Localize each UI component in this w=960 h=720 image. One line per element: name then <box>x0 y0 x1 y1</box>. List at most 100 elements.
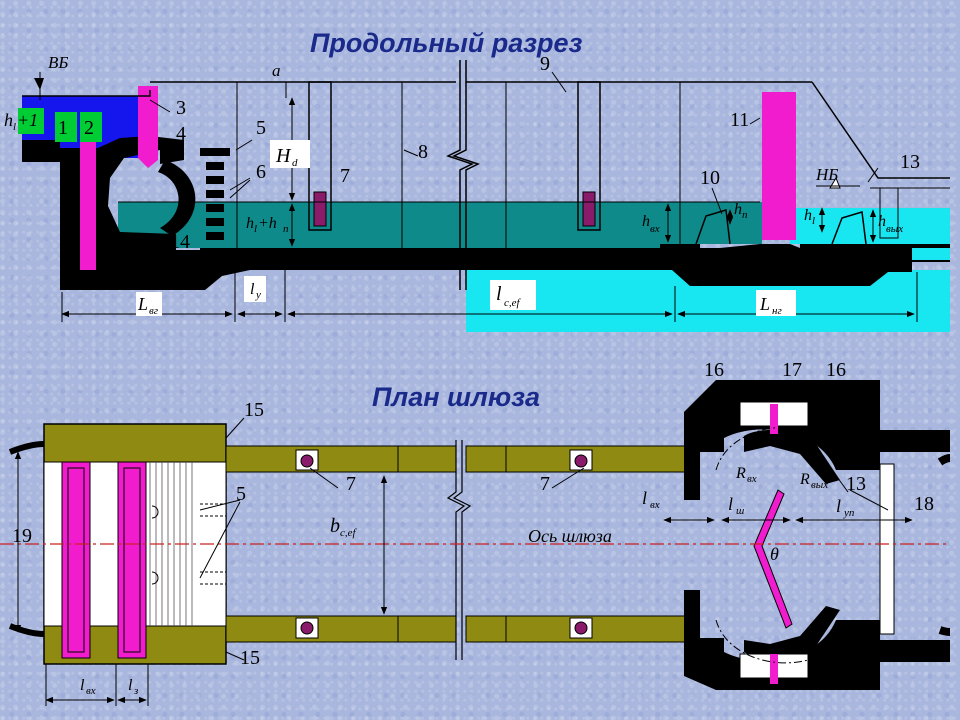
lock-axis-label: Ось шлюза <box>528 526 612 546</box>
svg-text:l: l <box>128 677 133 694</box>
bcef-label: b c,ef <box>330 515 358 539</box>
svg-text:вг: вг <box>149 305 159 317</box>
num-9: 9 <box>540 53 550 75</box>
svg-text:нг: нг <box>772 305 782 317</box>
num-14: 14 <box>170 231 190 253</box>
lcef-label: l c,ef <box>496 283 522 309</box>
svg-text:l: l <box>254 223 257 235</box>
gate-plan-17-top <box>770 404 778 434</box>
Lvg-label: L вг <box>137 294 159 317</box>
chamber-wall-bottom <box>225 615 457 643</box>
svg-text:ш: ш <box>736 505 744 517</box>
num-13-plan: 13 <box>846 473 866 495</box>
svg-text:n: n <box>742 209 748 221</box>
upper-pool-label: ВБ <box>48 53 68 72</box>
Hd-label: H d <box>275 145 298 169</box>
gate-plan-17-bottom <box>770 654 778 684</box>
valve-7-left <box>313 191 327 227</box>
num-15-bottom: 15 <box>240 647 260 669</box>
lower-pool-label: НБ <box>815 165 838 184</box>
num-8: 8 <box>418 141 428 163</box>
hn-label: h n <box>734 201 748 221</box>
svg-text:L: L <box>137 294 148 314</box>
svg-text:вх: вх <box>86 685 96 697</box>
svg-text:l: l <box>812 215 815 227</box>
svg-text:l: l <box>80 677 85 694</box>
svg-text:R: R <box>735 465 746 482</box>
hl-hn-label: h l +h n <box>246 215 289 235</box>
miter-gate <box>753 489 793 629</box>
num-7-plan-left: 7 <box>346 473 356 495</box>
gate-plan-1 <box>61 461 91 659</box>
svg-text:h: h <box>4 110 13 130</box>
num-16-right: 16 <box>826 359 846 381</box>
svg-text:R: R <box>799 471 810 488</box>
energy-dissipator-6 <box>200 148 230 240</box>
svg-text:l: l <box>642 488 647 508</box>
lup-label: l уп <box>836 496 855 519</box>
longitudinal-section <box>18 60 950 332</box>
plan-title: План шлюза <box>372 382 540 412</box>
lz-label: l з <box>128 677 138 697</box>
svg-text:l: l <box>496 283 502 305</box>
chamber-floor <box>200 248 800 270</box>
svg-text:вх: вх <box>650 223 660 235</box>
num-17: 17 <box>782 359 802 381</box>
num-7-plan-right: 7 <box>540 473 550 495</box>
Rvx-label: R вх <box>735 465 757 485</box>
svg-text:h: h <box>804 207 812 224</box>
svg-text:вых: вых <box>886 223 903 235</box>
svg-text:вх: вх <box>650 499 660 511</box>
lvx-plan-label: l вх <box>642 488 660 511</box>
svg-text:l: l <box>728 494 733 514</box>
lock-plan <box>0 379 951 706</box>
svg-text:H: H <box>275 145 292 167</box>
svg-text:L: L <box>759 294 770 314</box>
chamber-water <box>118 202 696 248</box>
a-label: a <box>272 61 281 80</box>
theta-label: θ <box>770 544 779 564</box>
num-4: 4 <box>176 123 186 145</box>
hl-plus-1-label: h l +1 <box>4 110 38 133</box>
section-title: Продольный разрез <box>310 28 583 58</box>
valve-7-right <box>582 191 596 227</box>
num-1: 1 <box>58 117 68 139</box>
svg-text:d: d <box>292 157 298 169</box>
gate-plan-2 <box>117 461 147 659</box>
svg-text:c,ef: c,ef <box>340 527 358 539</box>
svg-text:l: l <box>836 496 841 516</box>
num-5-plan: 5 <box>236 483 246 505</box>
num-3: 3 <box>176 97 186 119</box>
chamber-wall-top <box>225 445 457 473</box>
Rvyx-label: R вых <box>799 471 828 491</box>
num-6: 6 <box>256 161 266 183</box>
lsh-label: l ш <box>728 494 744 517</box>
ly-label: l у <box>250 281 261 301</box>
num-11: 11 <box>730 109 749 131</box>
upper-gate-1 <box>80 140 96 270</box>
svg-text:+h: +h <box>258 215 277 232</box>
Lng-label: L нг <box>759 294 782 317</box>
hvyx-label: h вых <box>878 213 903 235</box>
svg-text:h: h <box>734 201 742 218</box>
svg-text:h: h <box>878 213 886 230</box>
lower-head-concrete <box>660 244 950 286</box>
num-16-left: 16 <box>704 359 724 381</box>
num-10: 10 <box>700 167 720 189</box>
num-7-section: 7 <box>340 165 350 187</box>
svg-text:з: з <box>133 685 138 697</box>
hl-label: h l <box>804 207 815 227</box>
svg-text:l: l <box>250 281 255 298</box>
num-13-section: 13 <box>900 151 920 173</box>
svg-text:l: l <box>13 121 16 133</box>
num-2: 2 <box>84 117 94 139</box>
num-18: 18 <box>914 493 934 515</box>
svg-text:у: у <box>255 289 261 301</box>
upper-gate-3 <box>138 86 158 168</box>
lower-gate-11 <box>762 92 796 240</box>
svg-text:вых: вых <box>811 479 828 491</box>
num-19: 19 <box>12 525 32 547</box>
lvx-bottom-label: l вх <box>80 677 96 697</box>
svg-text:h: h <box>642 213 650 230</box>
